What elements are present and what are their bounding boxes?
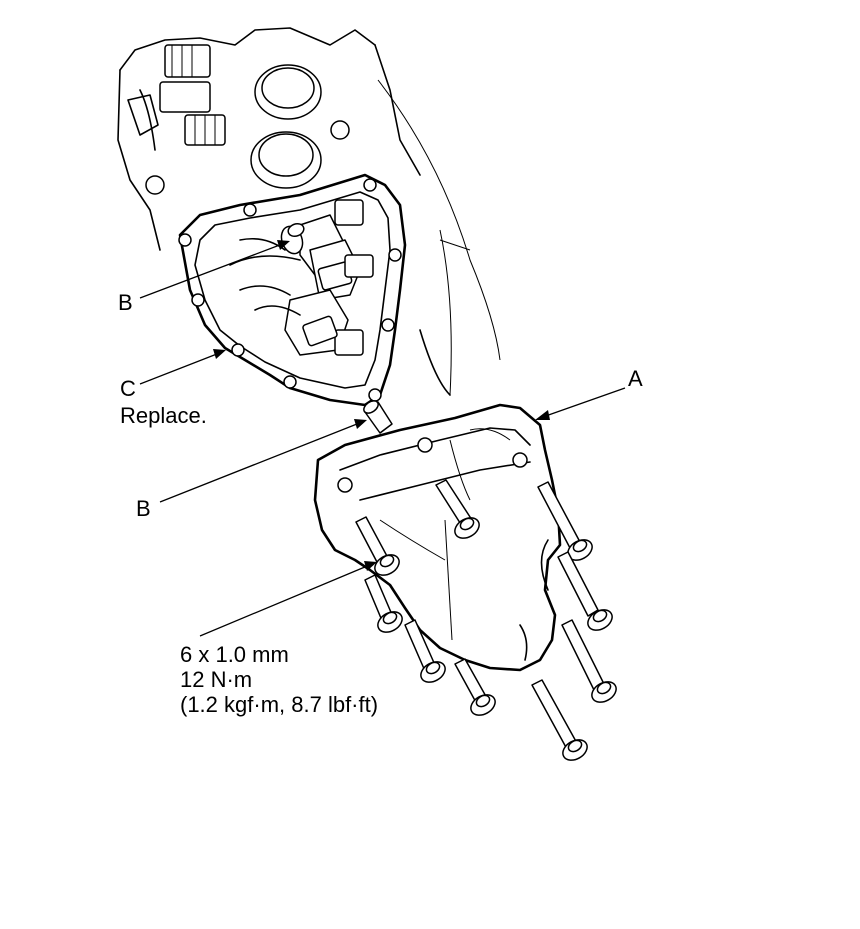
gasket-c xyxy=(178,173,407,407)
solenoid-assembly xyxy=(229,199,374,356)
bolt-5 xyxy=(364,574,403,633)
transmission-case xyxy=(117,27,501,396)
bolt-9 xyxy=(531,679,588,761)
bolt-1 xyxy=(435,479,480,539)
arrowhead-b-upper xyxy=(277,240,290,250)
bolt-4 xyxy=(557,551,613,631)
arrowhead-bolt xyxy=(364,561,377,571)
bolt-8 xyxy=(454,658,496,716)
arrowhead-a xyxy=(535,410,550,420)
leader-c xyxy=(139,351,223,385)
wire-connectors xyxy=(127,44,226,151)
label-b-lower: B xyxy=(136,496,151,521)
arrowhead-b-lower xyxy=(354,419,367,429)
label-bolt-torque-alt: (1.2 kgf·m, 8.7 lbf·ft) xyxy=(180,692,379,717)
leader-b-lower xyxy=(159,421,363,503)
label-bolt-torque: 12 N·m xyxy=(180,667,253,692)
label-a: A xyxy=(628,366,643,391)
leader-lines xyxy=(139,240,626,637)
arrowhead-c xyxy=(213,349,226,359)
leader-b-upper xyxy=(139,242,286,299)
dowel-pin-lower xyxy=(363,400,393,434)
label-bolt-size: 6 x 1.0 mm xyxy=(180,642,289,667)
cover-a xyxy=(313,403,562,672)
label-c: C xyxy=(120,376,136,401)
label-c-note: Replace. xyxy=(120,403,207,428)
bolt-6 xyxy=(404,619,446,683)
case-plugs xyxy=(145,64,350,195)
bolt-3 xyxy=(355,516,400,576)
bolt-7 xyxy=(561,619,617,703)
bolt-2 xyxy=(537,481,593,561)
label-b-upper: B xyxy=(118,290,133,315)
leader-a xyxy=(539,387,626,419)
leader-bolt xyxy=(199,563,373,637)
